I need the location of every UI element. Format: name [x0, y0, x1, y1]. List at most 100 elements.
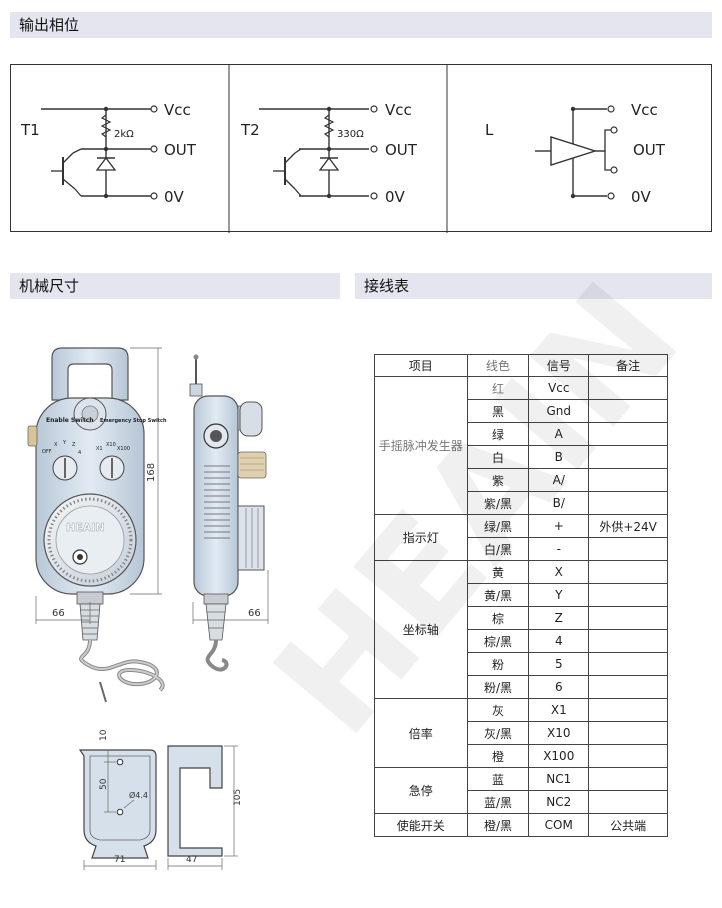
signal-cell: NC1 [528, 767, 590, 791]
section-header-wiring: 接线表 [355, 273, 712, 299]
signal-cell: Y [528, 583, 590, 607]
wire-color-cell: 黄/黑 [466, 583, 530, 607]
circuit-l-out: OUT [633, 141, 666, 159]
signal-cell: X1 [528, 698, 590, 722]
dim-168: 168 [146, 463, 157, 482]
wiring-table: 项目 线色 信号 备注 手摇脉冲发生器 红 Vcc 黑 Gnd 绿 A 白 B [374, 354, 668, 837]
dim-47: 47 [186, 855, 197, 865]
table-row: 急停 蓝 NC1 [374, 767, 668, 814]
circuit-t1-ov: 0V [164, 188, 185, 206]
note-cell [588, 629, 668, 653]
note-cell [588, 583, 668, 607]
wire-color-cell: 红 [466, 376, 530, 400]
group-cell: 指示灯 [374, 514, 468, 561]
enable-switch-label: Enable Switch [46, 417, 94, 424]
wire-color-cell: 灰/黑 [466, 721, 530, 745]
circuit-l-label: L [485, 121, 494, 139]
table-row: 灰/黑 X10 [375, 721, 668, 745]
axis-label-x: X [54, 442, 58, 448]
wire-color-cell: 黑 [466, 399, 530, 423]
signal-cell: A/ [528, 468, 590, 492]
circuit-t2-out: OUT [385, 141, 418, 159]
dim-105: 105 [233, 789, 243, 806]
signal-cell: A [528, 422, 590, 446]
dim-10: 10 [99, 729, 109, 741]
wire-color-cell: 蓝 [466, 767, 530, 791]
wire-color-cell: 粉/黑 [466, 675, 530, 699]
output-circuit-panel: T1 2kΩ Vcc OUT 0V T2 [10, 64, 712, 233]
circuit-t2: T2 330Ω Vcc OUT 0V [240, 101, 418, 206]
signal-cell: Vcc [528, 376, 590, 400]
note-cell [588, 744, 668, 768]
group-cell: 急停 [374, 767, 468, 814]
front-view-pendant: Enable Switch Emergency Stop Switch OFF … [27, 347, 167, 703]
circuit-t1-out: OUT [164, 141, 197, 159]
table-row: 使能开关 橙/黑 COM 公共端 [374, 813, 668, 837]
signal-cell: Gnd [528, 399, 590, 423]
axis-label-y: Y [62, 440, 67, 446]
circuit-t2-resistor-label: 330Ω [337, 129, 364, 140]
group-cell: 使能开关 [374, 813, 468, 837]
note-cell [588, 491, 668, 515]
note-cell [588, 698, 668, 722]
circuit-l-vcc: Vcc [631, 101, 658, 119]
signal-cell: 4 [528, 629, 590, 653]
table-row: 坐标轴 黄 X [374, 560, 668, 699]
group-cell: 坐标轴 [374, 560, 468, 699]
table-row: 绿 A [375, 422, 668, 446]
circuit-t1-label: T1 [20, 121, 40, 139]
circuit-l: L Vcc OUT 0V [485, 101, 666, 206]
note-cell [588, 560, 668, 584]
signal-cell: B/ [528, 491, 590, 515]
bracket-front-dimensions [83, 750, 157, 870]
table-row: 棕 Z [375, 606, 668, 630]
signal-cell: X10 [528, 721, 590, 745]
table-row: 倍率 灰 X1 [374, 698, 668, 768]
mechanical-drawings: Enable Switch Emergency Stop Switch OFF … [27, 347, 269, 870]
note-cell: 外供+24V [588, 514, 668, 538]
signal-cell: - [528, 537, 590, 561]
note-cell [588, 721, 668, 745]
header-note: 备注 [588, 354, 668, 377]
bracket-front-view [78, 749, 157, 859]
rate-label-x100: X100 [117, 446, 130, 452]
rate-label-x10: X10 [106, 442, 116, 448]
note-cell [588, 606, 668, 630]
signal-cell: X [528, 560, 590, 584]
wire-color-cell: 橙 [466, 744, 530, 768]
axis-label-z: Z [72, 442, 76, 448]
mechanical-drawing-area: Enable Switch Emergency Stop Switch OFF … [0, 310, 360, 908]
dim-71: 71 [114, 855, 125, 865]
circuit-t1-resistor-label: 2kΩ [114, 129, 134, 140]
note-cell [588, 652, 668, 676]
wire-color-cell: 灰 [466, 698, 530, 722]
wire-color-cell: 白/黑 [466, 537, 530, 561]
signal-cell: COM [528, 813, 590, 837]
table-row: 棕/黑 4 [375, 629, 668, 653]
table-row: 紫 A/ [375, 468, 668, 492]
circuit-l-ov: 0V [631, 188, 652, 206]
wire-color-cell: 黄 [466, 560, 530, 584]
estop-switch-label: Emergency Stop Switch [100, 418, 167, 424]
wire-color-cell: 白 [466, 445, 530, 469]
brand-logo: HEAIN [66, 521, 105, 534]
bracket-side-dimensions [167, 745, 238, 870]
front-dimensions [35, 347, 269, 624]
wire-color-cell: 蓝/黑 [466, 790, 530, 814]
header-wire-color: 线色 [466, 354, 530, 377]
table-row: 紫/黑 B/ [375, 491, 668, 515]
wire-color-cell: 紫 [466, 468, 530, 492]
enable-switch-button [27, 425, 38, 447]
wire-color-cell: 橙/黑 [466, 813, 530, 837]
circuit-t2-label: T2 [240, 121, 260, 139]
note-cell [588, 675, 668, 699]
note-cell [588, 445, 668, 469]
rate-label-x1: X1 [96, 446, 103, 452]
section-header-output-phase: 输出相位 [10, 12, 712, 38]
wire-color-cell: 绿/黑 [466, 514, 530, 538]
note-cell [588, 767, 668, 791]
note-cell [588, 376, 668, 400]
signal-cell: X100 [528, 744, 590, 768]
dim-50: 50 [99, 778, 109, 790]
side-view-pendant [189, 354, 267, 672]
